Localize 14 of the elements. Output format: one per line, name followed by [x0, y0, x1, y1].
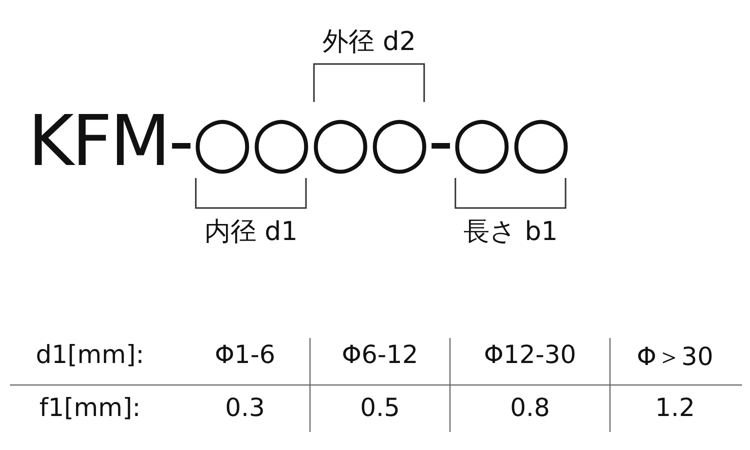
bracket-label: 内径 d1	[204, 216, 298, 249]
table-cell-text: 0.8	[509, 393, 551, 422]
table-cell-text: Φ＞30	[636, 341, 714, 373]
table-cell-text: 1.2	[654, 393, 696, 422]
table-cell-text: Φ1-6	[214, 340, 276, 369]
bracket-label: 外径 d2	[322, 26, 416, 59]
part-number-code: KFM-○○○○-○○	[28, 100, 570, 182]
table-cell-text: 0.5	[359, 393, 401, 422]
table-cell-text: Φ6-12	[340, 340, 420, 369]
row-header: f1[mm]:	[38, 393, 142, 422]
table-cell-text: 0.3	[224, 393, 266, 422]
row-header: d1[mm]:	[34, 340, 146, 369]
bracket-label: 長さ b1	[463, 216, 558, 249]
table-cell-text: Φ12-30	[482, 340, 578, 369]
